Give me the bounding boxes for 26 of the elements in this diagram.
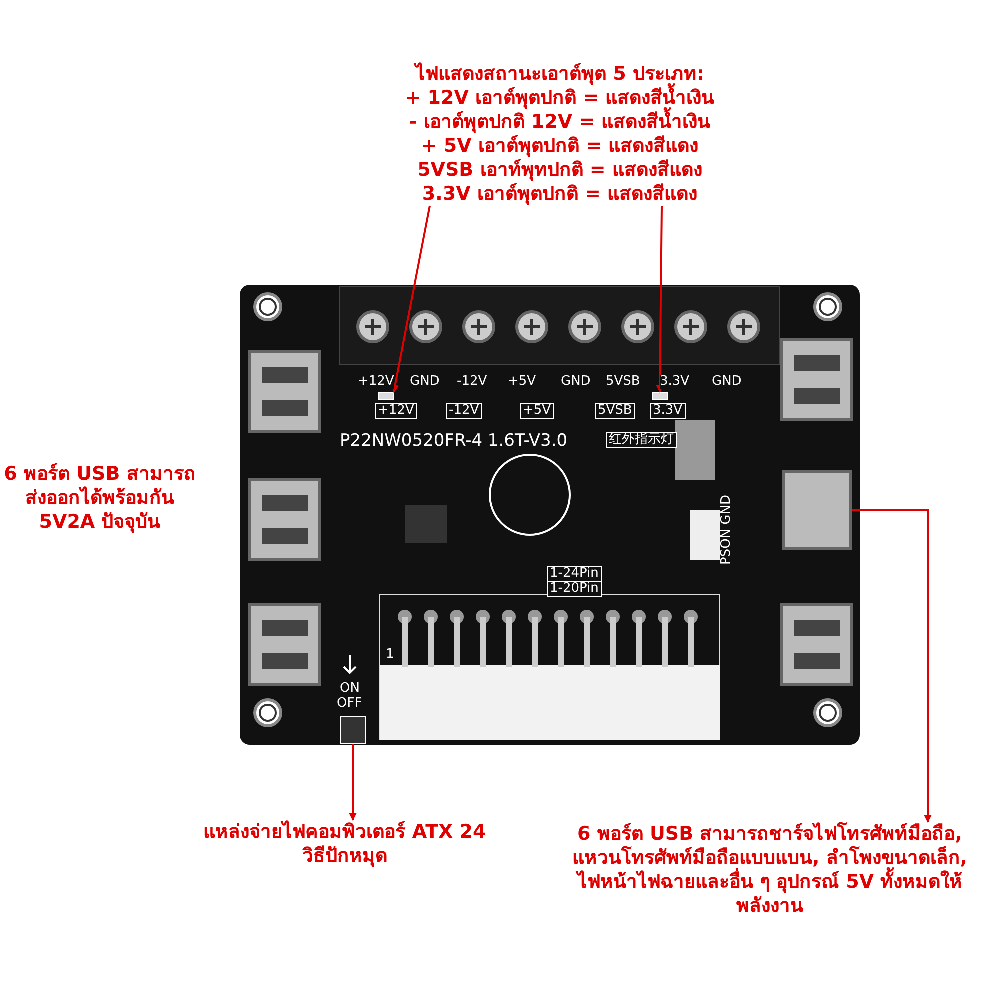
led-indicator — [378, 392, 394, 400]
arrow — [852, 509, 932, 823]
callout-text: 6 พอร์ต USB สามารถชาร์จไฟโทรศัพท์มือถือ, แหวนโทรศัพท์มือถือแบบแบน, ลำโพงขนาดเล็ก, ไฟหน้าไฟฉายและอื่น ๆ อุปกรณ์ 5V ทั้งหมดให้พลังงาน — [560, 822, 980, 918]
tactile-switch — [340, 716, 366, 744]
arrow — [656, 206, 664, 393]
led-indicator — [652, 392, 668, 400]
board-label: 1-20Pin — [547, 581, 602, 597]
board-label: P22NW0520FR-4 1.6T-V3.0 — [340, 434, 568, 448]
callout-text: - เอาต์พุตปกติ 12V = แสดงสีน้ำเงิน — [380, 110, 740, 134]
board-label: 红外指示灯 — [606, 432, 677, 448]
board-label: 3.3V — [660, 375, 690, 389]
callout-text: 3.3V เอาต์พุตปกติ = แสดงสีแดง — [421, 182, 699, 206]
arrow — [349, 744, 357, 821]
board-label: 5VSB — [595, 403, 636, 419]
callout-text: 5VSB เอาท์พุทปกติ = แสดงสีแดง — [416, 158, 704, 182]
board-label: 3.3V — [650, 403, 686, 419]
board-label: +12V — [375, 403, 418, 419]
board-label: +12V — [358, 375, 394, 389]
callout-text: + 5V เอาต์พุตปกติ = แสดงสีแดง — [420, 134, 700, 158]
usb-port — [782, 470, 852, 550]
arrow — [391, 206, 431, 393]
board-label: -12V — [446, 403, 482, 419]
board-label: +5V — [520, 403, 554, 419]
callout-text: แหล่งจ่ายไฟคอมพิวเตอร์ ATX 24 วิธีปักหมุด — [190, 820, 500, 868]
board-label: 1-24Pin — [547, 566, 602, 582]
callout-text: 6 พอร์ต USB สามารถส่งออกได้พร้อมกัน 5V2A ปัจจุบัน — [0, 462, 200, 534]
